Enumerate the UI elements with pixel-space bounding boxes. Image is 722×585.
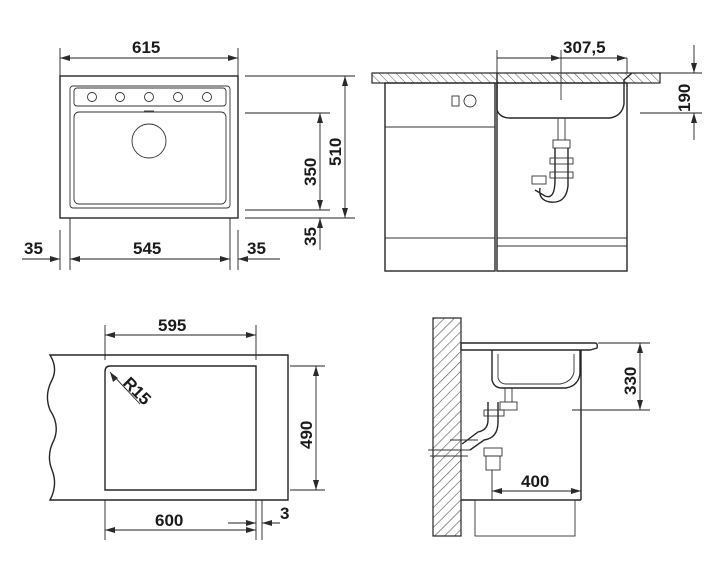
wall-view: 330 400 [428,317,650,537]
dim-cutout-width: 595 [158,316,186,335]
cabinet-left [384,82,496,272]
dim-bowl-height: 190 [675,84,694,112]
drain-nut [552,139,571,149]
dim-corner-radius: R15 [119,373,154,408]
bowl-outline [73,111,227,205]
dim-edge-front: 35 [301,227,320,246]
sink-inner-outline [69,85,231,209]
siphon-trap [534,148,569,203]
wall-siphon [461,402,499,451]
dim-drain-offset: 307,5 [563,38,606,57]
cutout-view: R15 595 490 600 3 [46,316,325,540]
side-view: 307,5 190 [371,38,702,272]
bowl-section [491,350,581,389]
sink-bowl-profile [496,72,633,119]
tap-hole [144,92,154,102]
tap-hole [115,92,125,102]
sink-outline [59,75,239,219]
tap-deck [73,87,227,107]
dim-width-total: 615 [132,38,160,57]
dim-bowl-width: 545 [133,239,161,258]
dim-offset: 3 [280,504,289,523]
worktop-section [460,342,598,351]
dim-wall-distance: 400 [521,472,549,491]
worktop-outline [46,354,289,501]
cabinet-right [496,82,628,272]
tap-hole [173,92,183,102]
dim-wall-bowl-height: 330 [621,367,640,395]
tap-holes [87,92,212,102]
plinth [474,499,576,537]
dim-edge-left: 35 [24,239,43,258]
dim-cutout-depth: 490 [297,421,316,449]
wall-connector [428,449,470,457]
drain-outlet [131,123,167,159]
cabinet-knob [451,95,460,107]
dim-bowl-depth: 350 [301,158,320,186]
tap-hole [202,92,212,102]
countertop [371,72,661,84]
top-view: 615 35 545 35 510 350 35 [22,38,355,270]
tap-hole [87,92,97,102]
wall-hatch [432,317,462,537]
cutout-outline [104,365,257,491]
dim-depth-total: 510 [326,138,345,166]
dim-cabinet-width: 600 [155,511,183,530]
cabinet-knob-round [463,94,477,108]
trap-nut [499,401,518,411]
dim-edge-right: 35 [247,239,266,258]
